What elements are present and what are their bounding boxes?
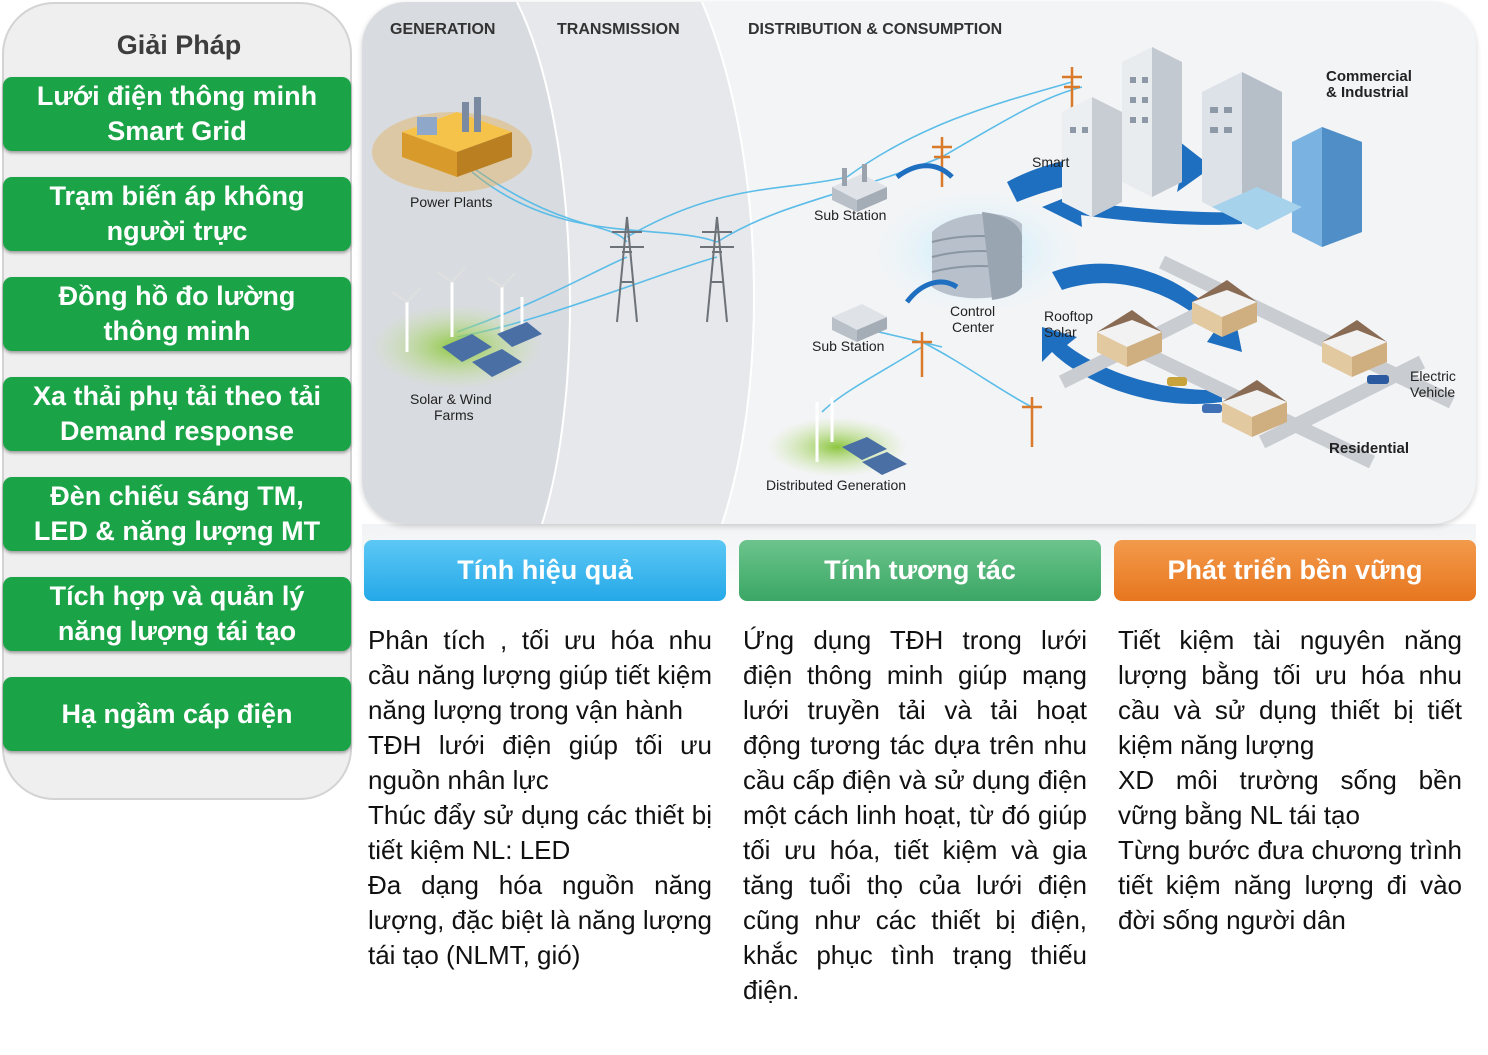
- card-paragraph: Ứng dụng TĐH trong lưới điện thông minh …: [743, 625, 1087, 1005]
- card-paragraph: Đa dạng hóa nguồn năng lượng, đặc biệt l…: [368, 870, 712, 970]
- solution-label: Trạm biến áp không người trực: [49, 181, 305, 246]
- label-solar-wind-2: Farms: [434, 407, 474, 423]
- label-ev-1: Electric: [1410, 368, 1456, 384]
- electric-vehicle-icon: [1367, 375, 1389, 384]
- label-smart-meter: Smart: [1032, 154, 1069, 170]
- label-residential: Residential: [1329, 440, 1409, 457]
- solution-label: Đồng hồ đo lường thông minh: [58, 281, 296, 346]
- card-sustainability-body: Tiết kiệm tài nguyên năng lượng bằng tối…: [1118, 623, 1462, 938]
- label-control-1: Control: [950, 303, 995, 319]
- transmission-zone: [517, 2, 755, 524]
- residential-houses-icon: [1097, 280, 1389, 437]
- card-interaction-body: Ứng dụng TĐH trong lưới điện thông minh …: [743, 623, 1087, 1008]
- solution-renewable-integration[interactable]: Tích hợp và quản lý năng lượng tái tạo: [3, 577, 351, 651]
- generation-zone: [362, 2, 570, 524]
- utility-pole-icon: [912, 67, 1082, 447]
- arrow-icon: [1042, 327, 1222, 404]
- solution-demand-response[interactable]: Xa thải phụ tải theo tải Demand response: [3, 377, 351, 451]
- solution-smart-lighting[interactable]: Đèn chiếu sáng TM, LED & năng lượng MT: [3, 477, 351, 551]
- solution-label: Hạ ngầm cáp điện: [61, 698, 293, 729]
- solution-unmanned-substation[interactable]: Trạm biến áp không người trực: [3, 177, 351, 251]
- arrow-icon: [1042, 190, 1242, 227]
- power-lines: [456, 81, 1083, 413]
- solution-label: Đèn chiếu sáng TM, LED & năng lượng MT: [33, 481, 321, 546]
- card-paragraph: XD môi trường sống bền vững bằng NL tái …: [1118, 765, 1462, 830]
- control-center-icon: [931, 212, 1023, 300]
- smart-grid-diagram: GENERATION TRANSMISSION DISTRIBUTION & C…: [362, 2, 1476, 524]
- header-generation: GENERATION: [390, 21, 495, 38]
- substation-bottom-icon: [832, 304, 887, 342]
- solution-label: Xa thải phụ tải theo tải Demand response: [32, 381, 322, 446]
- card-paragraph: Phân tích , tối ưu hóa nhu cầu năng lượn…: [368, 625, 712, 725]
- card-paragraph: TĐH lưới điện giúp tối ưu nguồn nhân lực: [368, 730, 712, 795]
- card-efficiency-body: Phân tích , tối ưu hóa nhu cầu năng lượn…: [368, 623, 712, 973]
- card-paragraph: Tiết kiệm tài nguyên năng lượng bằng tối…: [1118, 625, 1462, 760]
- wind-farm-icon: [372, 267, 542, 389]
- label-sub-station-bottom: Sub Station: [812, 338, 884, 354]
- label-commercial-1: Commercial: [1326, 68, 1412, 85]
- card-paragraph: Thúc đẩy sử dụng các thiết bị tiết kiệm …: [368, 800, 712, 865]
- label-sub-station-top: Sub Station: [814, 207, 886, 223]
- header-transmission: TRANSMISSION: [557, 21, 680, 38]
- label-rooftop-1: Rooftop: [1044, 308, 1093, 324]
- label-rooftop-2: Solar: [1044, 324, 1077, 340]
- label-control-2: Center: [952, 319, 994, 335]
- card-paragraph: Từng bước đưa chương trình tiết kiệm năn…: [1118, 835, 1462, 935]
- solutions-title: Giải Pháp: [116, 30, 242, 60]
- label-distributed: Distributed Generation: [766, 477, 906, 493]
- solution-label: Tích hợp và quản lý năng lượng tái tạo: [49, 581, 305, 646]
- card-efficiency-header: Tính hiệu quả: [364, 540, 726, 601]
- header-distribution: DISTRIBUTION & CONSUMPTION: [748, 21, 1002, 38]
- commercial-buildings-icon: [1062, 47, 1362, 247]
- solution-label: Lưới điện thông minh Smart Grid: [36, 81, 318, 146]
- substation-top-icon: [832, 164, 887, 212]
- label-power-plants: Power Plants: [410, 194, 492, 210]
- solution-smart-meter[interactable]: Đồng hồ đo lường thông minh: [3, 277, 351, 351]
- solution-underground-cable[interactable]: Hạ ngầm cáp điện: [3, 677, 351, 751]
- label-solar-wind-1: Solar & Wind: [410, 391, 492, 407]
- power-plant-icon: [372, 97, 532, 192]
- solution-smart-grid[interactable]: Lưới điện thông minh Smart Grid: [3, 77, 351, 151]
- smart-grid-illustration: GENERATION TRANSMISSION DISTRIBUTION & C…: [362, 2, 1456, 524]
- card-sustainability-header: Phát triển bền vững: [1114, 540, 1476, 601]
- transmission-tower-icon: [610, 216, 734, 323]
- distributed-generation-icon: [767, 397, 907, 477]
- label-ev-2: Vehicle: [1410, 384, 1455, 400]
- label-commercial-2: & Industrial: [1326, 84, 1409, 101]
- card-interaction-header: Tính tương tác: [739, 540, 1101, 601]
